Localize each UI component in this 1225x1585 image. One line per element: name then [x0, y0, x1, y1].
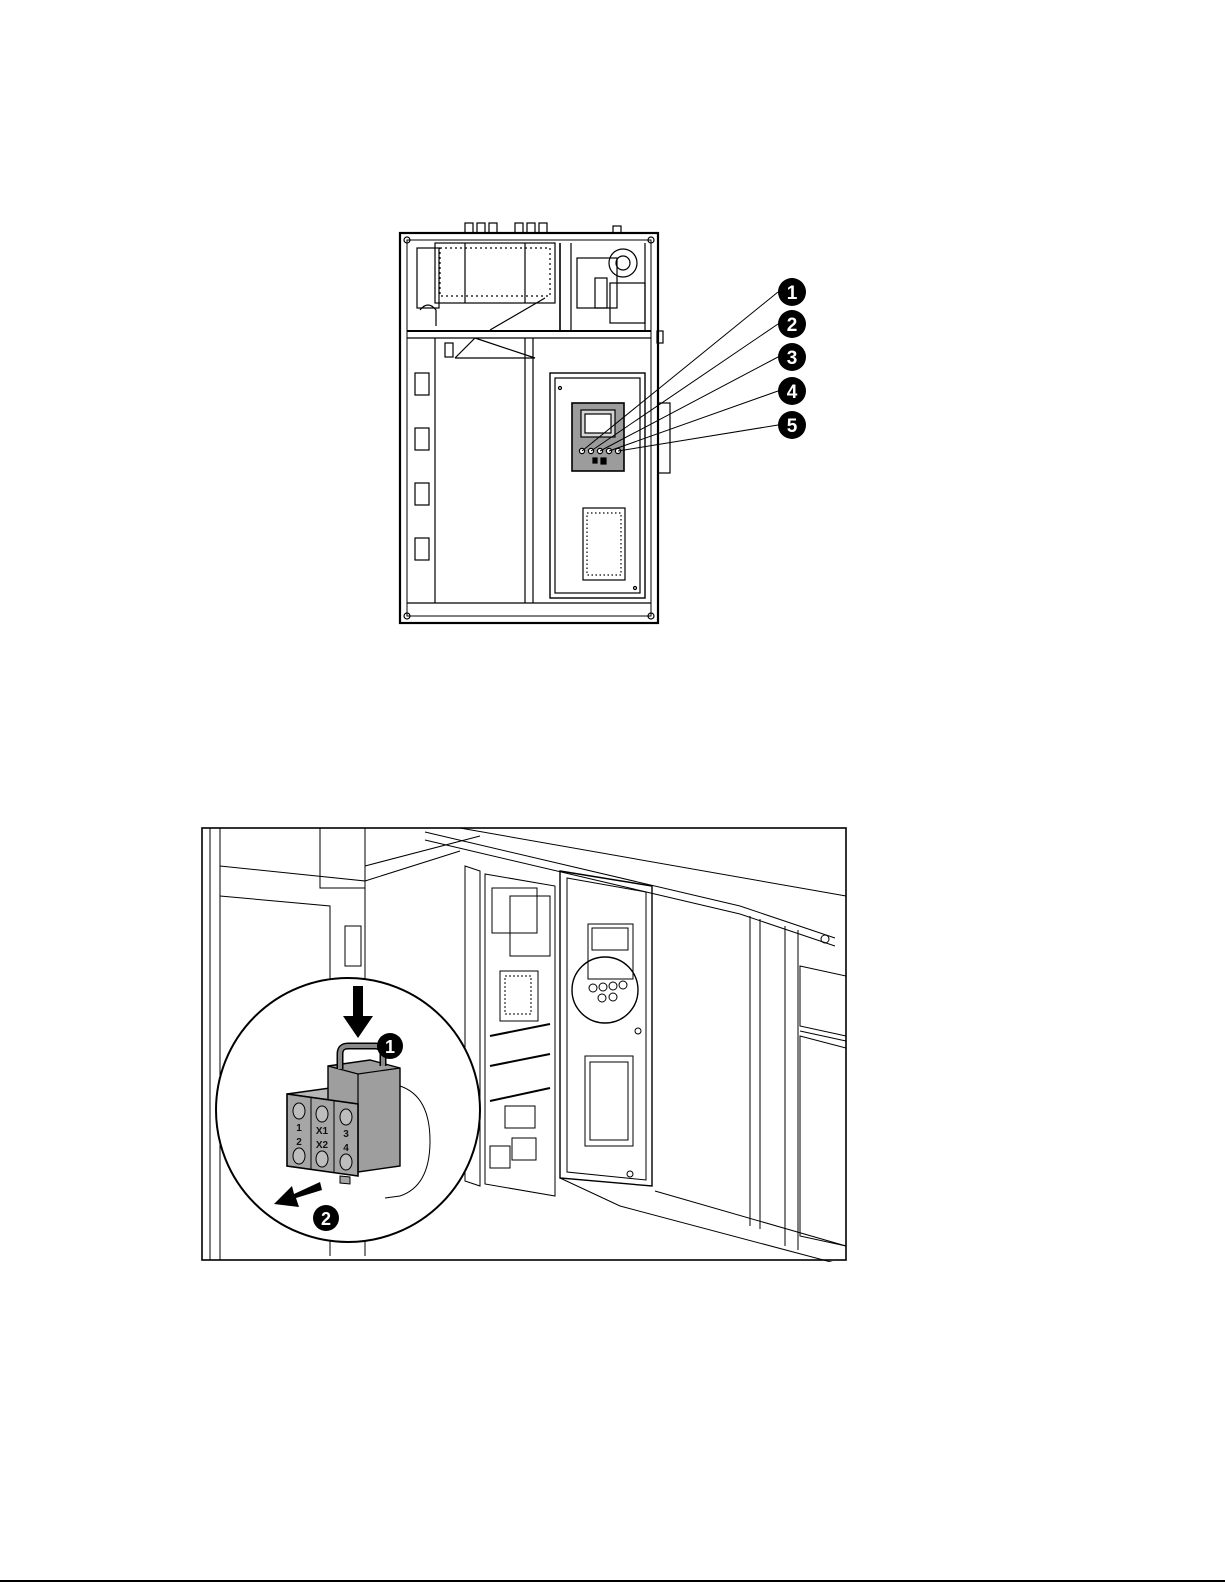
callout-4-label: 4	[787, 382, 798, 403]
unit-front-view-diagram: 1 2 3 4 5	[395, 218, 845, 630]
callout-1: 1	[778, 278, 806, 306]
page-bottom-rule	[0, 1580, 1225, 1582]
terminal-label-1: 1	[296, 1123, 302, 1134]
callout-3-label: 3	[787, 348, 798, 369]
terminal-label-x2: X2	[316, 1140, 329, 1151]
terminal-label-x1: X1	[316, 1126, 329, 1137]
callout-3: 3	[778, 343, 806, 371]
step-callout-2-label: 2	[321, 1209, 331, 1229]
callout-2-label: 2	[787, 315, 798, 336]
connector-removal-diagram: 1 2 X1 X2 3 4 1 2	[200, 826, 848, 1262]
step-callout-2: 2	[313, 1205, 339, 1231]
step-callout-1: 1	[377, 1033, 403, 1059]
callout-4: 4	[778, 377, 806, 405]
terminal-label-4: 4	[343, 1143, 349, 1154]
callout-2: 2	[778, 310, 806, 338]
callout-1-label: 1	[787, 283, 798, 304]
terminal-label-2: 2	[296, 1137, 302, 1148]
terminal-label-3: 3	[343, 1129, 349, 1140]
callout-5: 5	[778, 411, 806, 439]
step-callout-1-label: 1	[385, 1037, 395, 1057]
callout-5-label: 5	[787, 416, 798, 437]
